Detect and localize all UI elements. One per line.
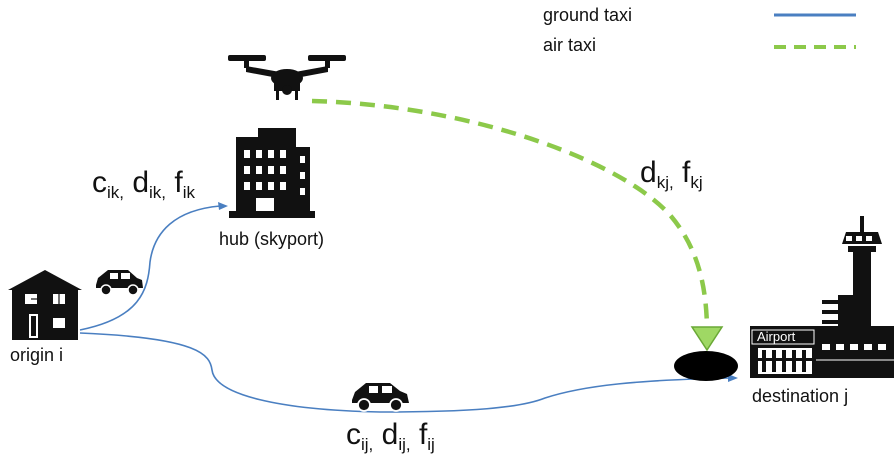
legend-ground-label: ground taxi: [543, 5, 633, 25]
air-arrowhead: [690, 326, 724, 352]
hub-label: hub (skyport): [219, 229, 325, 249]
arrowhead-hub: [218, 202, 228, 210]
house-icon: [8, 270, 82, 340]
arrowhead-destination: [728, 374, 738, 382]
ground-route-origin-hub: [79, 205, 221, 331]
edge-label-origin-destination: cij, dij, fij: [346, 418, 435, 454]
edge-label-hub-destination: dkj, fkj: [640, 156, 703, 192]
ground-route-origin-destination: [79, 332, 731, 413]
origin-label: origin i: [10, 345, 64, 365]
legend-air-label: air taxi: [543, 35, 597, 55]
airport-terminal-icon: [750, 216, 894, 378]
edge-label-origin-hub: cik, dik, fik: [92, 166, 195, 202]
drone-icon: [228, 55, 346, 100]
office-building-icon: [229, 128, 315, 218]
destination-label: destination j: [752, 386, 849, 406]
car-icon-to-hub: [96, 270, 143, 296]
airport-sign: Airport: [757, 329, 796, 344]
landing-pad-icon: [674, 351, 738, 381]
air-route-hub-destination: [311, 98, 710, 327]
car-icon-direct: [352, 383, 409, 412]
